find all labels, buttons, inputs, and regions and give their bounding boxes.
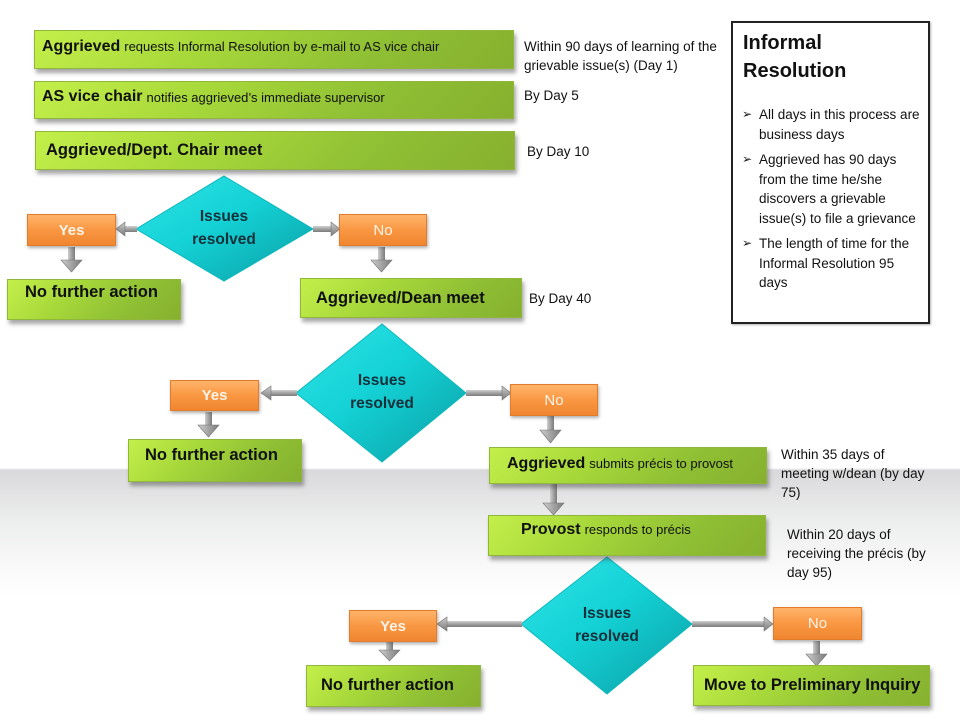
arrow-yes-3-down [378,642,401,662]
outcome-no-further-action-2: No further action [128,439,302,482]
arrow-no-3-down [805,641,828,667]
arrow-decision-3-yes [436,616,522,632]
step-action: submits précis to provost [589,456,734,471]
decision-diamond-3 [520,556,693,695]
decision-diamond-1 [135,175,314,282]
decision-2-no: No [510,384,598,416]
arrow-decision-2-no [466,385,512,401]
step-notify-supervisor: AS vice chair notifies aggrieved’s immed… [34,81,514,119]
decision-1-no: No [339,214,427,246]
decision-2-label: Issues resolved [350,372,414,412]
step-actor: Aggrieved [42,37,121,55]
step-action: notifies aggrieved’s immediate superviso… [146,89,385,105]
decision-diamond-2 [295,323,467,463]
step-actor: Aggrieved/Dean meet [316,288,485,307]
note-notify: By Day 5 [524,88,579,103]
step-actor: Aggrieved/Dept. Chair meet [46,141,263,159]
note-provost: Within 20 days of receiving the précis (… [787,527,926,580]
panel-title: Informal Resolution [743,32,847,82]
step-action: requests Informal Resolution by e-mail t… [124,39,440,54]
informal-resolution-panel: Informal Resolution ➢ All days in this p… [731,21,930,324]
panel-bullet-item: ➢ Aggrieved has 90 days from the time he… [742,152,916,226]
step-actor: Aggrieved [507,454,586,472]
arrow-no-1-down [370,247,393,273]
arrow-decision-3-no [692,616,774,632]
note-dean-meet: By Day 40 [529,291,592,306]
decision-3-no: No [773,607,862,640]
step-submit-precis: Aggrieved submits précis to provost [489,447,767,484]
arrow-decision-1-yes [115,221,137,237]
arrow-decision-1-no [313,221,341,237]
outcome-move-to-preliminary-inquiry: Move to Preliminary Inquiry [693,665,930,706]
decision-1-label: Issues resolved [192,208,256,248]
arrow-no-2-down [539,416,562,444]
arrow-precis-to-provost [542,484,565,516]
decision-3-label: Issues resolved [575,605,639,645]
arrowhead-bullet-icon: ➢ [742,152,753,166]
decision-1-yes: Yes [27,214,116,246]
arrowhead-bullet-icon: ➢ [742,236,753,250]
arrowhead-bullet-icon: ➢ [742,107,753,121]
arrow-decision-2-yes [260,385,297,401]
outcome-no-further-action-1: No further action [7,279,181,320]
panel-bullet-item: ➢ All days in this process are business … [742,107,920,142]
note-request: Within 90 days of learning of the grieva… [524,39,717,73]
decision-3-yes: Yes [349,610,437,642]
arrow-yes-1-down [60,247,83,273]
note-chair-meet: By Day 10 [527,144,590,159]
outcome-no-further-action-3: No further action [306,665,481,707]
panel-bullet-item: ➢ The length of time for the Informal Re… [742,236,910,290]
panel-bullet-list: ➢ All days in this process are business … [741,105,920,293]
step-actor: AS vice chair [42,88,143,105]
step-dean-meet: Aggrieved/Dean meet [300,278,522,318]
step-request-informal-resolution: Aggrieved requests Informal Resolution b… [34,30,514,69]
step-action: responds to précis [584,522,691,537]
step-provost-responds: Provost responds to précis [488,515,766,556]
decision-2-yes: Yes [170,380,259,411]
step-actor: Provost [521,520,581,538]
note-precis: Within 35 days of meeting w/dean (by day… [781,447,925,500]
step-dept-chair-meet: Aggrieved/Dept. Chair meet [35,131,515,170]
arrow-yes-2-down [197,412,220,438]
